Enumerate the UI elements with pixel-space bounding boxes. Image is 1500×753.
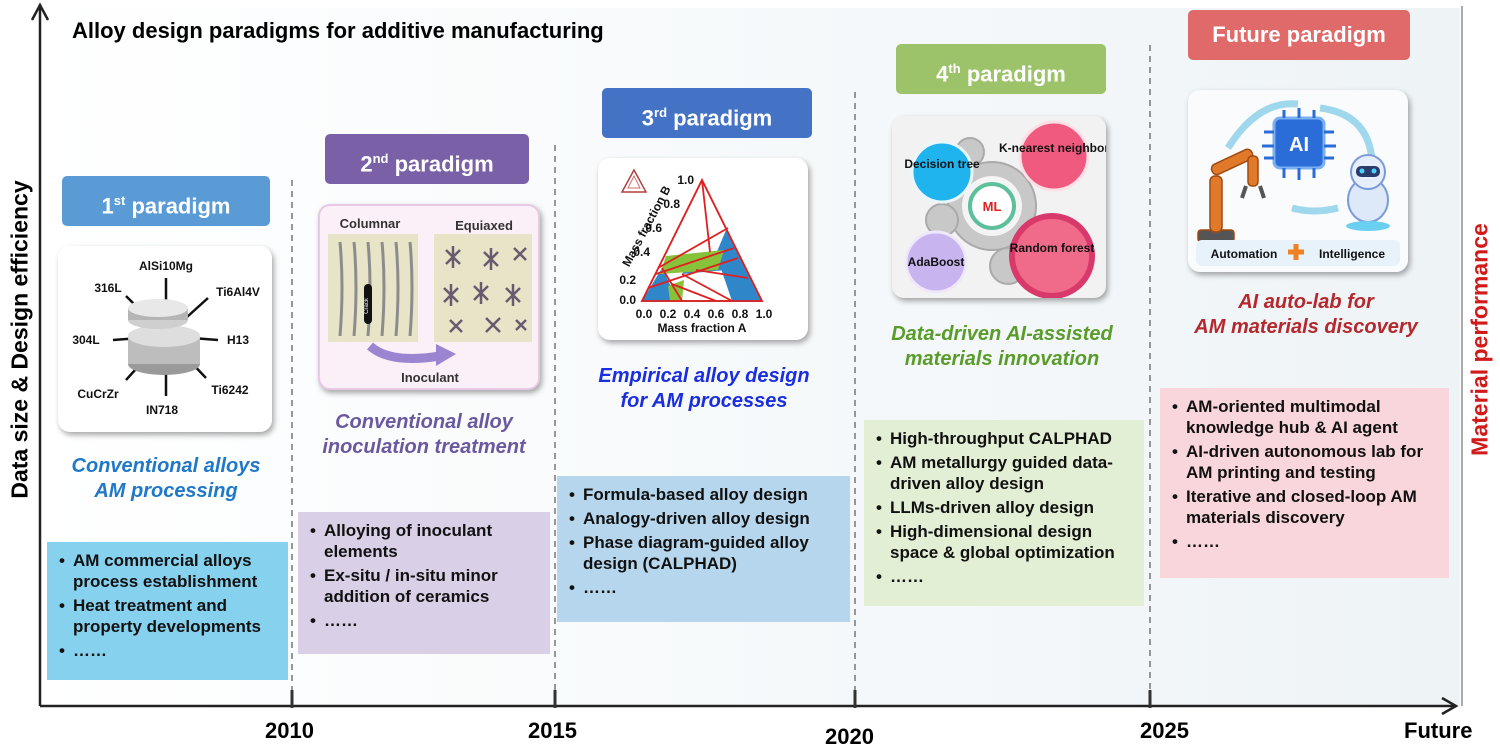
bullet-item: AI-driven autonomous lab for AM printing… [1170,441,1439,483]
svg-text:Automation: Automation [1211,247,1278,261]
svg-text:AI: AI [1289,134,1309,156]
alloy-label: 316L [94,281,121,295]
bullet-item: Phase diagram-guided alloy design (CALPH… [567,532,840,574]
alloy-label: IN718 [146,403,178,417]
paradigm-2-bullets: Alloying of inoculant elements Ex-situ /… [298,512,550,654]
y-axis-arrow [30,2,50,21]
alloy-label: 304L [72,333,99,347]
paradigm-2-image: Crack Columnar Equiaxed Inoculant [318,204,540,390]
robot-arm-icon [1197,148,1266,243]
bullet-item: High-throughput CALPHAD [874,428,1134,449]
phase-boundaries [640,177,764,302]
bullet-item: Alloying of inoculant elements [308,520,540,562]
alloy-label: AlSi10Mg [139,259,193,273]
crack-mark [364,284,372,324]
svg-text:0.2: 0.2 [619,273,636,287]
ai-chip-icon: AI [1262,108,1336,180]
svg-text:Mass fraction A: Mass fraction A [658,321,747,335]
paradigm-3-bullets: Formula-based alloy design Analogy-drive… [557,476,850,622]
alloy-label: CuCrZr [77,387,119,401]
svg-text:0.4: 0.4 [684,307,701,321]
svg-text:0.6: 0.6 [645,221,662,235]
svg-text:0.0: 0.0 [636,307,653,321]
bullet-item: Iterative and closed-loop AM materials d… [1170,486,1439,528]
bullet-item: …… [308,610,540,631]
bullet-item: Formula-based alloy design [567,484,840,505]
tick-2020: 2020 [825,724,874,749]
svg-text:Decision tree: Decision tree [904,157,980,171]
svg-text:Inoculant: Inoculant [401,370,459,385]
svg-text:Random forest: Random forest [1010,241,1095,255]
bullet-item: …… [567,577,840,598]
bullet-item: …… [57,640,278,661]
paradigm-3-image: 0.0 0.2 0.4 0.6 0.8 1.0 0.0 0.2 0.4 0.6 … [598,158,808,340]
tick-2025: 2025 [1140,718,1189,743]
svg-text:Columnar: Columnar [340,216,401,231]
svg-text:0.2: 0.2 [660,307,677,321]
bullet-item: AM metallurgy guided data-driven alloy d… [874,452,1134,494]
paradigm-4-bullets: High-throughput CALPHAD AM metallurgy gu… [864,420,1144,606]
svg-text:0.4: 0.4 [633,245,650,259]
y-axis-label-left: Data size & Design efficiency [6,180,33,499]
svg-text:Intelligence: Intelligence [1319,247,1385,261]
svg-text:1.0: 1.0 [756,307,773,321]
equiaxed-grains [443,246,527,333]
svg-text:0.6: 0.6 [708,307,725,321]
bullet-item: …… [1170,531,1439,552]
svg-text:0.8: 0.8 [732,307,749,321]
alloy-label: Ti6Al4V [216,285,260,299]
bullet-item: Ex-situ / in-situ minor addition of cera… [308,565,540,607]
paradigm-4-image: ML Decision tree K-nearest neighbor AdaB… [892,116,1106,298]
svg-text:1.0: 1.0 [677,173,694,187]
bullet-item: LLMs-driven alloy design [874,497,1134,518]
svg-text:AdaBoost: AdaBoost [908,255,965,269]
svg-text:Crack: Crack [364,297,370,314]
paradigm-3-badge: 3rd paradigm [602,88,812,138]
bullet-item: …… [874,566,1134,587]
alloy-label: H13 [227,333,249,347]
alloy-steel-shape [128,299,200,375]
plus-icon [1288,244,1304,260]
svg-text:0.0: 0.0 [619,293,636,307]
svg-text:ML: ML [983,199,1002,214]
diagram-title: Alloy design paradigms for additive manu… [72,18,604,43]
paradigm-1-bullets: AM commercial alloys process establishme… [47,542,288,680]
tick-2015: 2015 [528,718,577,743]
alloy-label: Ti6242 [211,383,248,397]
bullet-item: High-dimensional design space & global o… [874,521,1134,563]
svg-text:Equiaxed: Equiaxed [455,218,513,233]
robot-icon [1346,154,1390,231]
era-dividers [291,45,1151,690]
bullet-item: AM-oriented multimodal knowledge hub & A… [1170,396,1439,438]
paradigm-4-badge: 4th paradigm [896,44,1106,94]
bullet-item: AM commercial alloys process establishme… [57,550,278,592]
future-paradigm-badge: Future paradigm [1188,10,1410,60]
tick-2010: 2010 [265,718,314,743]
svg-text:0.8: 0.8 [663,197,680,211]
svg-text:K-nearest neighbor: K-nearest neighbor [999,141,1106,155]
y-axis-label-right: Material performance [1466,223,1493,456]
future-paradigm-bullets: AM-oriented multimodal knowledge hub & A… [1160,388,1449,578]
tick-future: Future [1404,718,1473,743]
paradigm-1-image: AlSi10Mg 316L Ti6Al4V 304L H13 CuCrZr Ti… [58,246,272,432]
bullet-item: Heat treatment and property developments [57,595,278,637]
paradigm-2-badge: 2nd paradigm [325,134,529,184]
bullet-item: Analogy-driven alloy design [567,508,840,529]
future-paradigm-image: AI Automation Intelligence [1188,90,1408,272]
paradigm-1-badge: 1st paradigm [62,176,270,226]
x-axis-arrow [1441,696,1459,716]
